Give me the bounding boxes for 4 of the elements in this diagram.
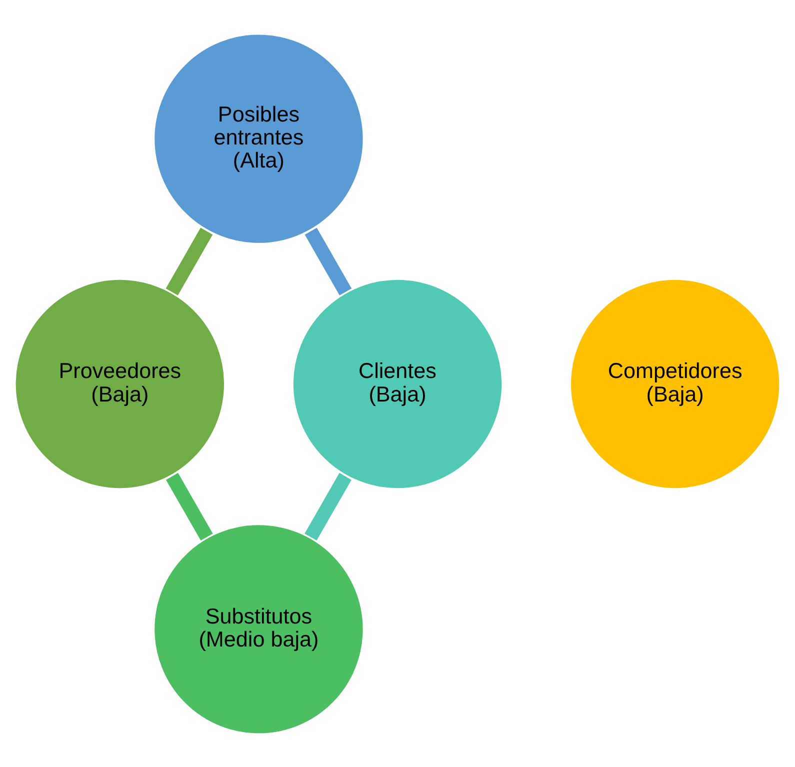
connector xyxy=(304,472,352,540)
connector xyxy=(166,472,213,540)
connector xyxy=(166,227,213,295)
connector xyxy=(304,227,352,295)
